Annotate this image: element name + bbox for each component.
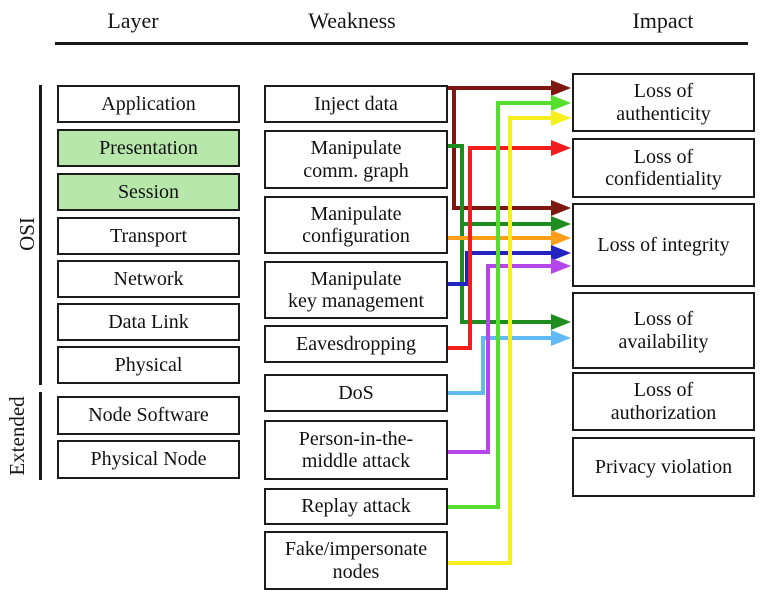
connection-arrowhead xyxy=(551,95,571,111)
weakness-box-eavesdropping: Eavesdropping xyxy=(264,325,448,363)
layer-box-node-software: Node Software xyxy=(57,396,240,435)
layer-box-application: Application xyxy=(57,85,240,123)
group-label-extended: Extended xyxy=(5,396,29,476)
connection-arrowhead xyxy=(551,245,571,261)
column-header-layer: Layer xyxy=(107,8,159,33)
impact-box-loss-of-authorization: Loss of authorization xyxy=(572,372,755,431)
weakness-box-manipulate-comm-graph: Manipulate comm. graph xyxy=(264,130,448,189)
connection-line xyxy=(448,146,554,350)
layer-box-session: Session xyxy=(57,173,240,211)
connection-arrowhead xyxy=(551,200,571,216)
impact-box-loss-of-integrity: Loss of integrity xyxy=(572,203,755,287)
connection-arrowhead xyxy=(551,258,571,274)
column-header-weakness: Weakness xyxy=(308,8,396,33)
column-header-impact: Impact xyxy=(632,8,694,33)
connection-arrowhead xyxy=(551,230,571,246)
layer-box-physical-node: Physical Node xyxy=(57,440,240,479)
impact-box-loss-of-confidentiality: Loss of confidentiality xyxy=(572,138,755,198)
weakness-box-person-in-the-middle: Person-in-the- middle attack xyxy=(264,420,448,480)
connection-line xyxy=(448,144,554,226)
weakness-box-manipulate-key-management: Manipulate key management xyxy=(264,261,448,319)
layer-box-data-link: Data Link xyxy=(57,303,240,341)
connection-arrowhead xyxy=(551,330,571,346)
impact-box-loss-of-availability: Loss of availability xyxy=(572,292,755,369)
weakness-box-manipulate-configuration: Manipulate configuration xyxy=(264,196,448,254)
connection-arrowhead xyxy=(551,216,571,232)
connection-line xyxy=(447,336,554,395)
connection-arrowhead xyxy=(551,140,571,156)
connection-line xyxy=(447,101,554,509)
layer-box-presentation: Presentation xyxy=(57,129,240,167)
connection-line xyxy=(447,116,554,565)
connection-line xyxy=(460,224,554,324)
connection-line xyxy=(448,251,554,286)
header-rule xyxy=(55,42,748,45)
connection-arrowhead xyxy=(551,110,571,126)
weakness-box-dos: DoS xyxy=(264,374,448,412)
layer-box-transport: Transport xyxy=(57,217,240,255)
connection-line xyxy=(447,264,554,454)
group-bracket-osi xyxy=(39,85,42,385)
impact-box-loss-of-authenticity: Loss of authenticity xyxy=(572,73,755,132)
impact-box-privacy-violation: Privacy violation xyxy=(572,437,755,497)
layer-box-physical: Physical xyxy=(57,346,240,384)
weakness-box-replay-attack: Replay attack xyxy=(264,488,448,525)
weakness-box-fake-impersonate-nodes: Fake/impersonate nodes xyxy=(264,531,448,590)
connection-line xyxy=(452,88,554,210)
connection-arrowhead xyxy=(551,80,571,96)
weakness-box-inject-data: Inject data xyxy=(264,85,448,123)
group-label-osi: OSI xyxy=(15,217,39,251)
group-bracket-extended xyxy=(39,392,42,480)
layer-box-network: Network xyxy=(57,260,240,298)
connection-arrowhead xyxy=(551,314,571,330)
